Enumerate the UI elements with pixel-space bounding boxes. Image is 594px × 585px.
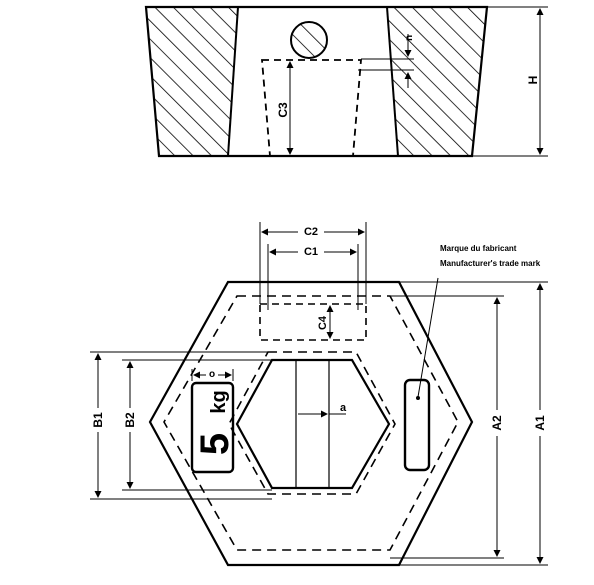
outer-hexagon [148, 280, 474, 567]
mass-marking-plate [190, 381, 235, 474]
base-outline-hidden [163, 295, 459, 551]
mass-digit: 5 [193, 433, 237, 455]
section-hatch-right [387, 7, 487, 156]
adjusting-cavity-plug [290, 21, 328, 59]
dim-b1-label: B1 [91, 412, 105, 428]
dim-c2-label: C2 [304, 226, 318, 238]
front-view: a C2 C1 C4 5 kg o Marque du fabricant Ma… [90, 222, 548, 567]
section-view: n C3 H [144, 5, 548, 158]
dim-n-label: n [404, 35, 415, 41]
handle-opening [235, 358, 391, 490]
trade-mark-note-fr: Marque du fabricant [440, 244, 517, 253]
cavity-hidden [259, 303, 367, 341]
dim-c3-label: C3 [276, 102, 290, 118]
hidden-cavity [261, 59, 362, 157]
dim-c4-label: C4 [317, 315, 329, 330]
dim-a2-label: A2 [490, 415, 504, 431]
trade-mark-note-en: Manufacturer's trade mark [440, 259, 541, 268]
dim-h-label: H [526, 76, 540, 85]
dim-c1-label: C1 [304, 246, 318, 258]
handle-outline-hidden [228, 351, 396, 495]
dim-b2-label: B2 [123, 412, 137, 428]
trade-mark-plate [403, 378, 431, 472]
dim-o-label: o [209, 369, 215, 380]
mass-unit: kg [208, 390, 230, 413]
dim-a1-label: A1 [533, 415, 547, 431]
dim-a-label: a [340, 402, 347, 414]
section-hatch-left [146, 7, 238, 156]
